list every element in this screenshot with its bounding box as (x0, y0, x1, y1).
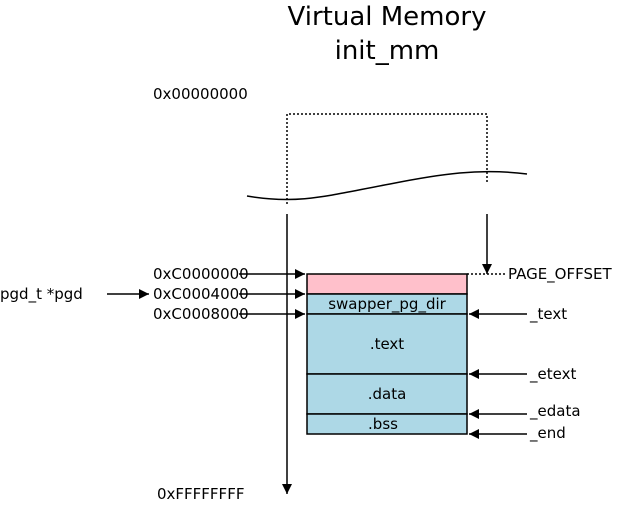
title-line-1: Virtual Memory (288, 2, 487, 32)
end-symbol-label: _end (529, 424, 566, 443)
etext-symbol-label: _etext (529, 365, 576, 384)
text-segment-label: .text (370, 335, 404, 353)
reserved-segment (306, 273, 468, 295)
page-offset-label: PAGE_OFFSET (508, 265, 612, 284)
edata-symbol-label: _edata (529, 402, 581, 421)
data-segment (306, 373, 468, 415)
swapper-pg-dir-label: swapper_pg_dir (328, 295, 446, 314)
address-top-label: 0x00000000 (153, 85, 248, 103)
address-pgd-label: 0xC0004000 (153, 285, 249, 303)
address-space-break-line (246, 170, 528, 201)
address-text-label: 0xC0008000 (153, 305, 249, 323)
bss-segment (306, 413, 468, 435)
pgd-pointer-label: pgd_t *pgd (0, 285, 83, 304)
data-segment-label: .data (368, 385, 407, 403)
title-line-2: init_mm (335, 36, 440, 66)
address-kernel-start-label: 0xC0000000 (153, 265, 249, 283)
address-bottom-label: 0xFFFFFFFF (157, 485, 244, 503)
address-space-dotted-bracket (286, 113, 488, 204)
bss-segment-label: .bss (368, 415, 398, 433)
text-symbol-label: _text (529, 305, 567, 324)
